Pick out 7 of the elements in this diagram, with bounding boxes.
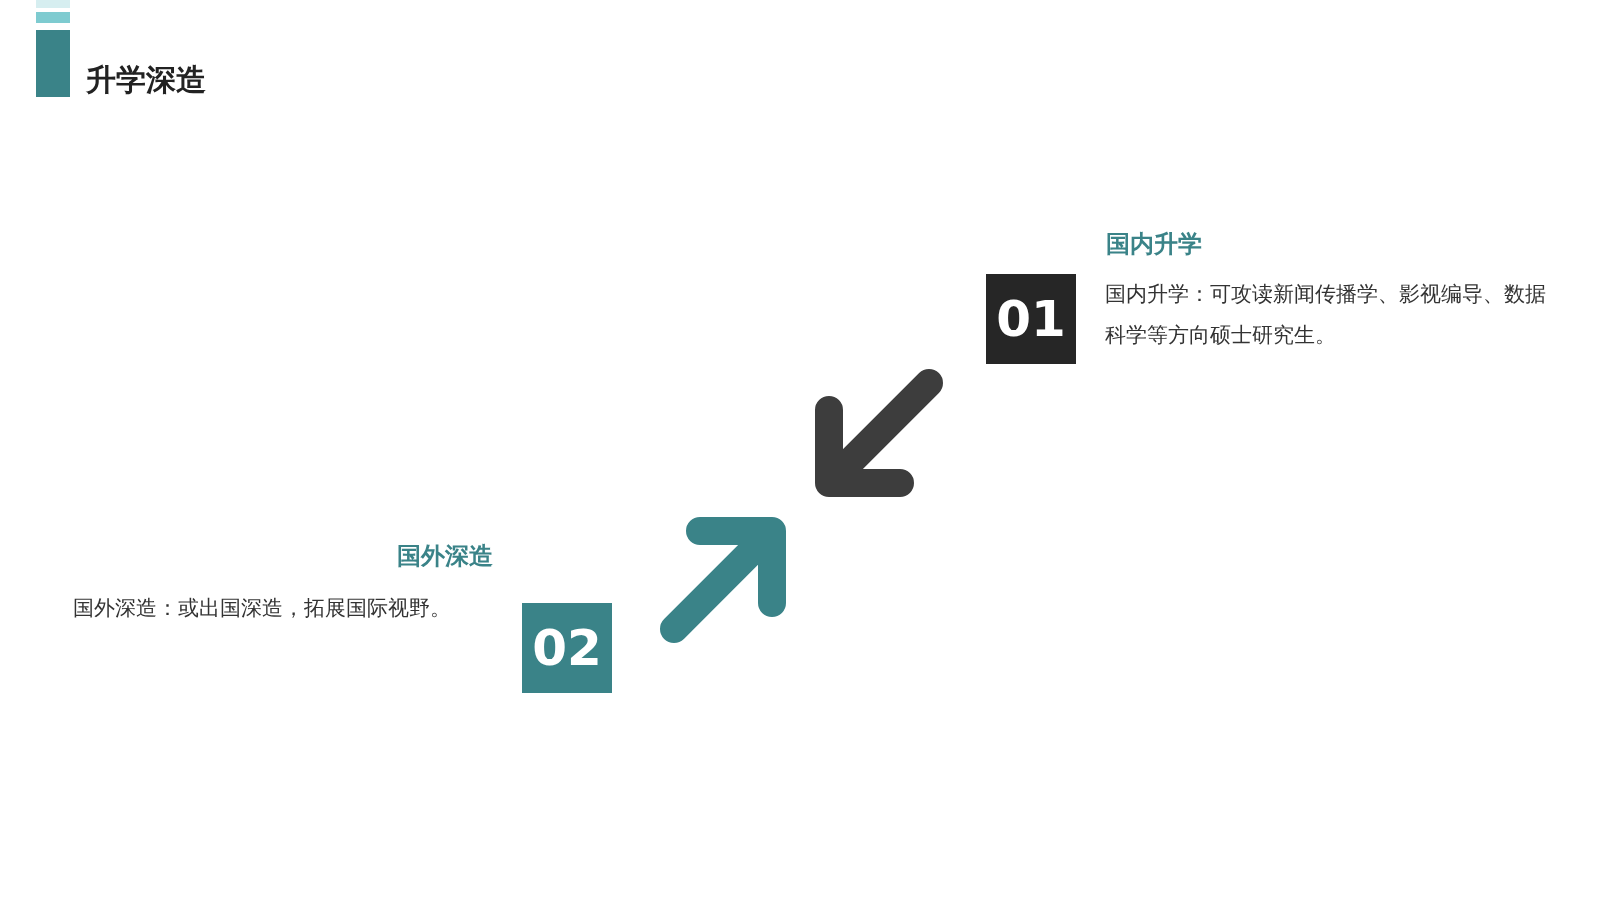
section-heading: 国外深造 [396, 541, 493, 572]
description-text: 国外深造：或出国深造，拓展国际视野。 [73, 595, 452, 622]
slide-title: 升学深造 [86, 61, 206, 99]
section-heading: 国内升学 [1106, 229, 1202, 260]
number-box: 02 [522, 603, 612, 693]
number-box: 01 [986, 274, 1076, 364]
description-text: 国内升学：可攻读新闻传播学、影视编导、数据科学等方向硕士研究生。 [1105, 281, 1547, 349]
